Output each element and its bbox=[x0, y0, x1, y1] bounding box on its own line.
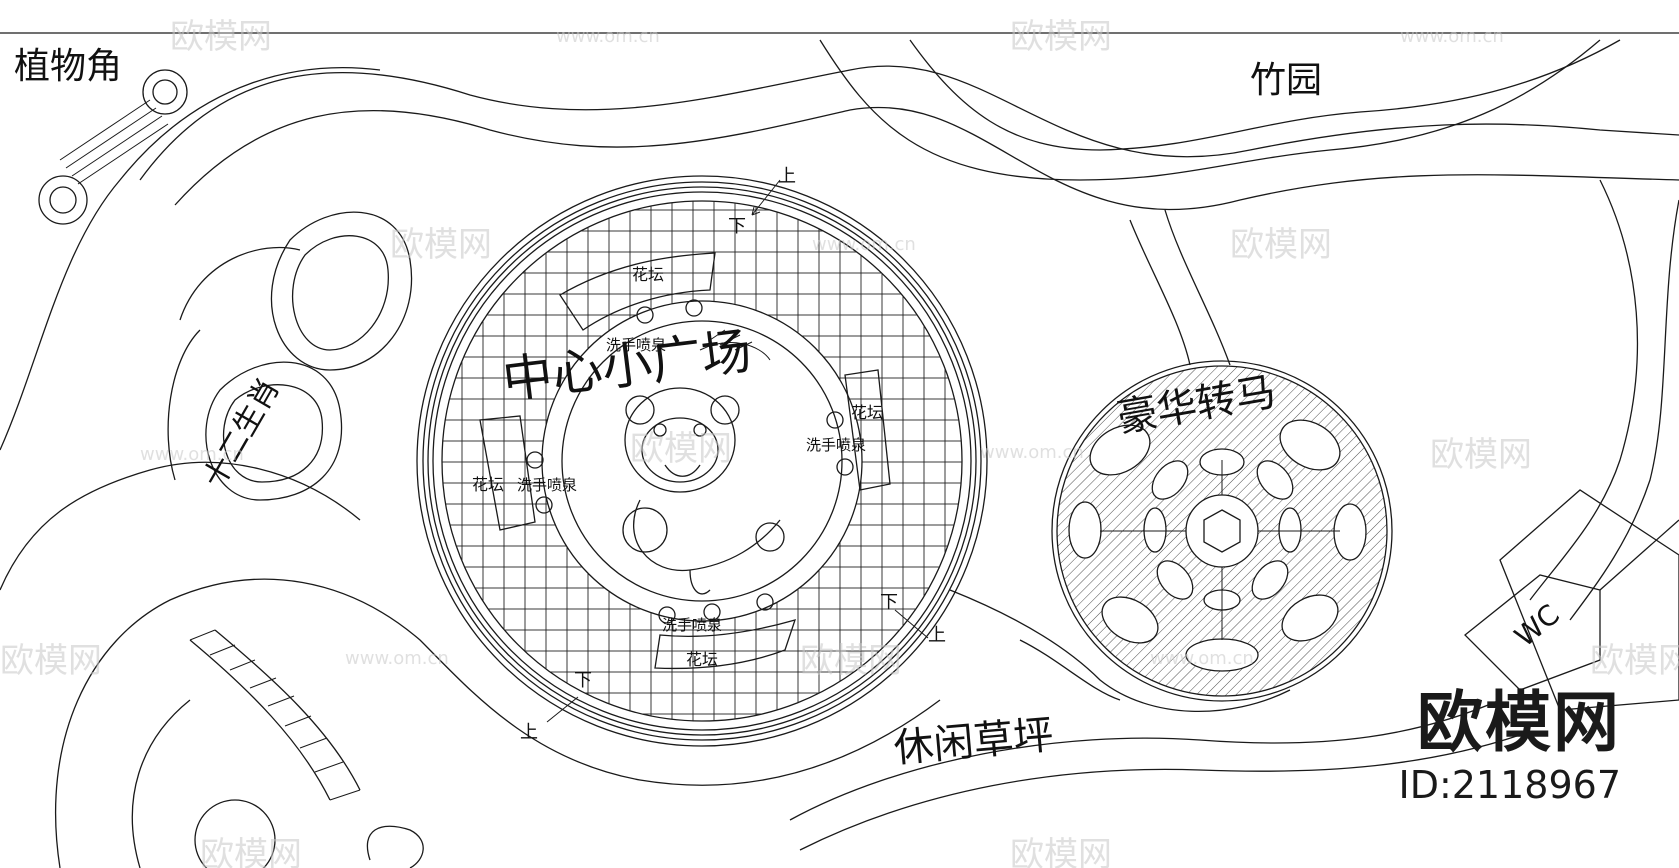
watermark-url: www.om.cn bbox=[140, 444, 244, 465]
watermark-url: www.om.cn bbox=[1400, 26, 1504, 47]
flower-beds bbox=[479, 252, 891, 670]
label-bamboo-garden: 竹园 bbox=[1250, 60, 1322, 101]
watermark-url: www.om.cn bbox=[345, 648, 449, 669]
watermark-brand: 欧模网 bbox=[800, 641, 902, 681]
watermark-brand: 欧模网 bbox=[390, 225, 492, 265]
stair-arrows bbox=[546, 179, 929, 723]
curved-bench bbox=[189, 629, 361, 801]
watermark-url: www.om.cn bbox=[980, 442, 1084, 463]
watermark-brand: 欧模网 bbox=[1010, 17, 1112, 57]
label-flower-bed-3: 花坛 bbox=[472, 475, 504, 494]
label-leisure-lawn: 休闲草坪 bbox=[892, 712, 1055, 772]
label-down-2: 下 bbox=[880, 592, 898, 613]
round-feature-bottom bbox=[194, 799, 424, 868]
watermark-brand: 欧模网 bbox=[630, 429, 732, 469]
label-flower-bed-4: 花坛 bbox=[686, 650, 718, 669]
brand-stamp: 欧模网 ID:2118967 bbox=[1398, 684, 1621, 807]
zodiac-loops bbox=[167, 211, 413, 501]
watermark-brand: 欧模网 bbox=[200, 835, 302, 868]
luxury-carousel bbox=[1051, 360, 1393, 702]
watermark-url: www.om.cn bbox=[1150, 648, 1254, 669]
label-flower-bed-1: 花坛 bbox=[632, 265, 664, 284]
watermark-brand: 欧模网 bbox=[170, 17, 272, 57]
label-up-1: 上 bbox=[778, 166, 796, 187]
label-fountain-1: 洗手喷泉 bbox=[606, 336, 666, 354]
lion-sculpture bbox=[622, 329, 785, 595]
watermark-brand: 欧模网 bbox=[1430, 435, 1532, 475]
watermark-url: www.om.cn bbox=[556, 26, 660, 47]
watermarks: 欧模网 www.om.cn 欧模网 www.om.cn 欧模网 www.om.c… bbox=[0, 17, 1679, 868]
label-flower-bed-2: 花坛 bbox=[851, 403, 883, 422]
watermark-brand: 欧模网 bbox=[0, 641, 102, 681]
path-network bbox=[0, 39, 1679, 868]
label-down-1: 下 bbox=[728, 216, 746, 237]
label-fountain-2: 洗手喷泉 bbox=[806, 436, 866, 454]
label-up-3: 上 bbox=[520, 722, 538, 743]
label-fountain-3: 洗手喷泉 bbox=[517, 476, 577, 494]
wc-building bbox=[1464, 489, 1679, 711]
label-up-2: 上 bbox=[928, 625, 946, 646]
fountain-circles bbox=[526, 299, 854, 624]
watermark-brand: 欧模网 bbox=[1590, 641, 1679, 681]
watermark-url: www.om.cn bbox=[812, 234, 916, 255]
watermark-brand: 欧模网 bbox=[1230, 225, 1332, 265]
label-wc: WC bbox=[1508, 598, 1565, 654]
label-fountain-4: 洗手喷泉 bbox=[662, 616, 722, 634]
central-plaza bbox=[416, 175, 988, 747]
watermark-brand: 欧模网 bbox=[1010, 835, 1112, 868]
label-down-3: 下 bbox=[574, 670, 592, 691]
brand-name: 欧模网 bbox=[1417, 684, 1621, 761]
label-plant-corner: 植物角 bbox=[14, 46, 122, 87]
brand-id: ID:2118967 bbox=[1398, 763, 1621, 807]
plant-corner-decor bbox=[38, 69, 188, 225]
